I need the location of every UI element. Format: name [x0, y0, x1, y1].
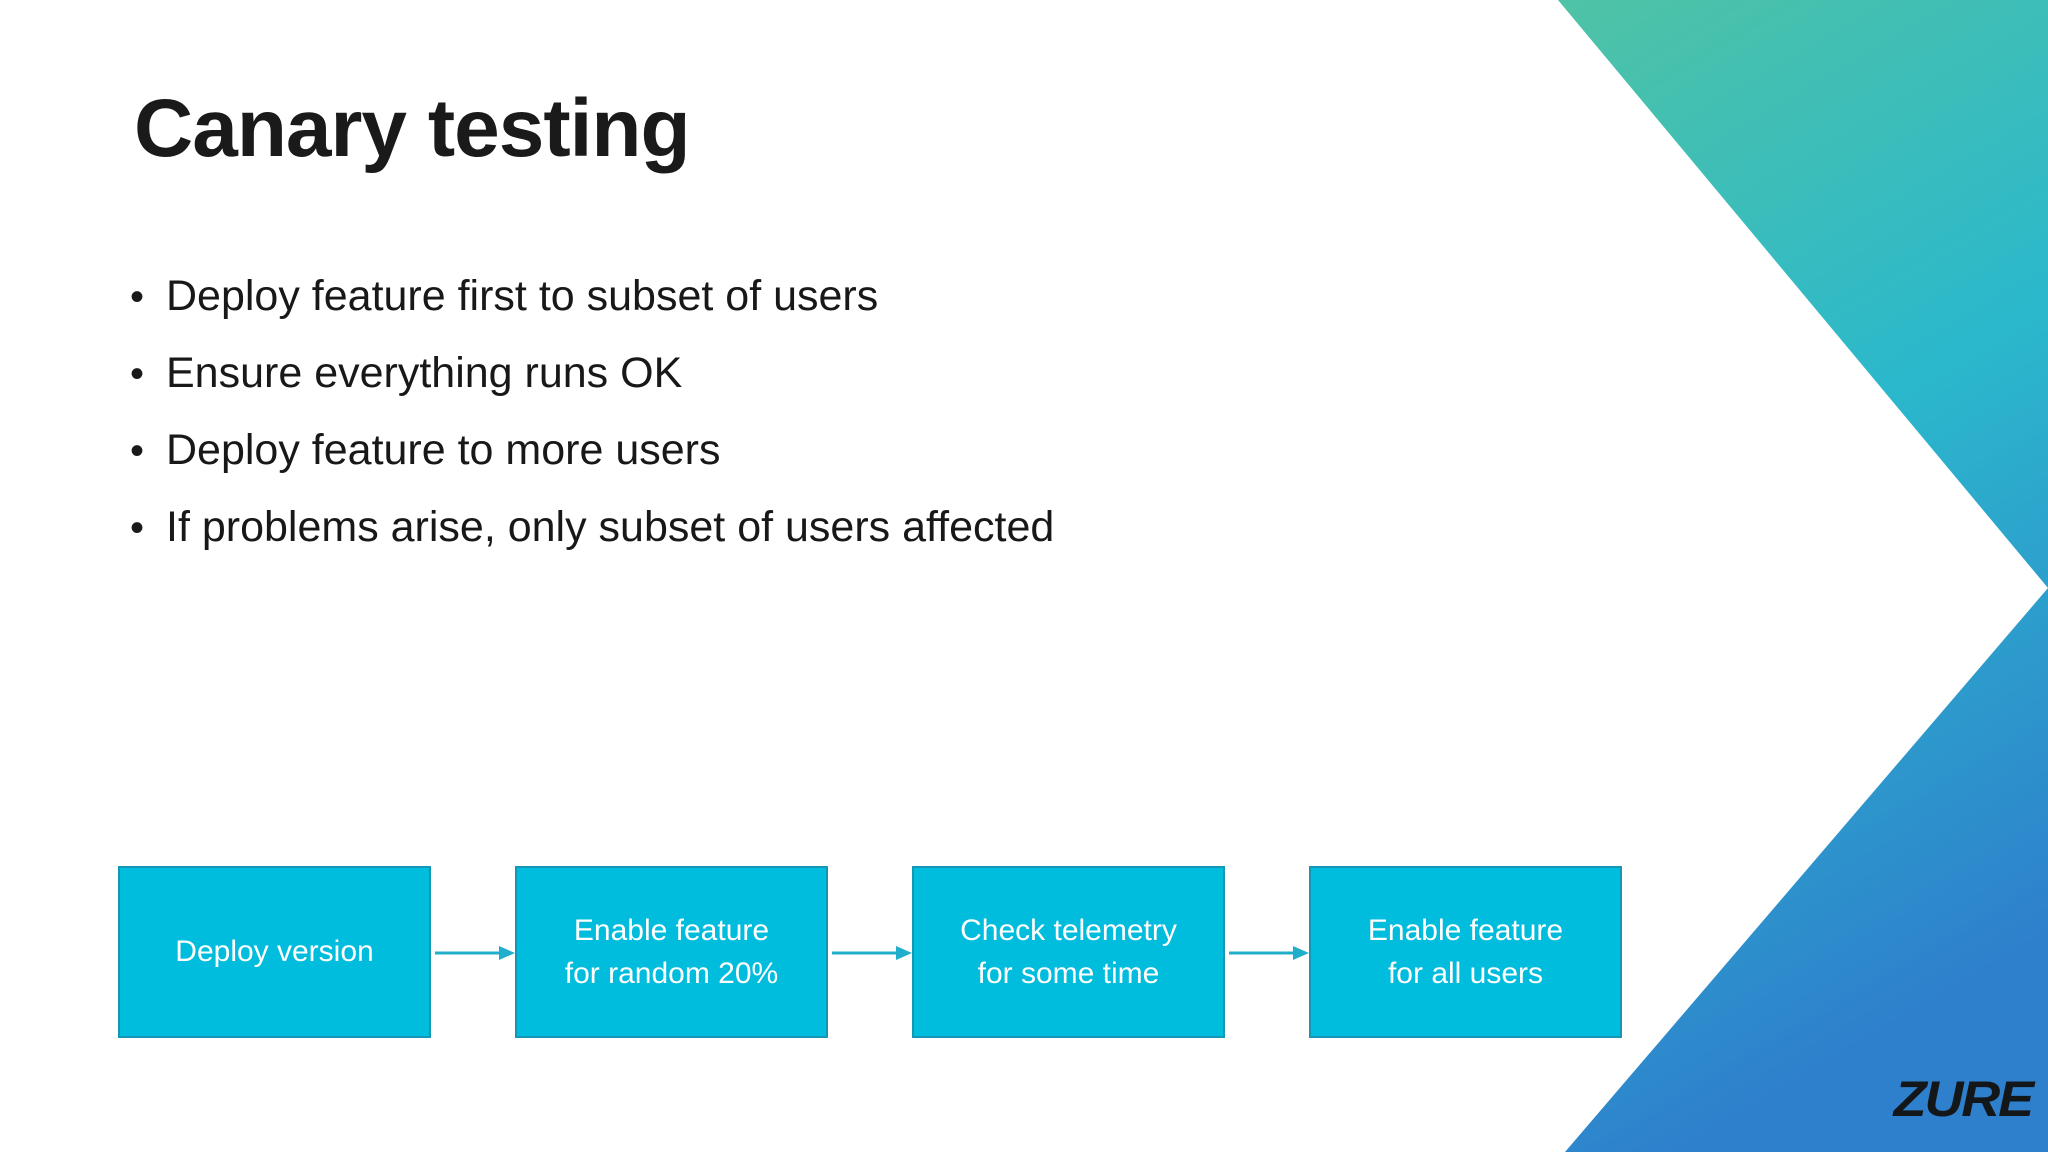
list-item-label: Deploy feature to more users — [166, 426, 721, 474]
list-item: • Ensure everything runs OK — [130, 349, 1430, 426]
flow-step-label-1: Deploy version — [167, 930, 381, 974]
flow-step-line: Check telemetry — [960, 913, 1177, 947]
flow-arrow-icon-3 — [1229, 946, 1309, 960]
page-title: Canary testing — [134, 83, 691, 174]
flow-step-box-1: Deploy version — [118, 866, 431, 1038]
flow-step-line: Enable feature — [1367, 913, 1564, 947]
flow-step-box-4: Enable feature for all users — [1309, 866, 1622, 1038]
flow-step-line: for random 20% — [564, 957, 779, 990]
flow-step-line: Deploy version — [175, 935, 374, 969]
flow-step-line: for some time — [977, 957, 1160, 990]
list-item-label: If problems arise, only subset of users … — [166, 503, 1055, 551]
flow-step-label-4: Enable feature for all users — [1360, 909, 1571, 996]
bullet-marker-icon: • — [130, 429, 145, 473]
bullet-list: • Deploy feature first to subset of user… — [130, 272, 1430, 580]
list-item: • Deploy feature to more users — [130, 426, 1430, 503]
zure-logo: ZURE — [1852, 1072, 2035, 1126]
list-item-label: Deploy feature first to subset of users — [166, 272, 879, 320]
flow-step-line: for all users — [1387, 957, 1544, 990]
flow-step-line: Enable feature — [573, 913, 770, 947]
process-flow-diagram: Deploy version Enable feature for random… — [118, 866, 1718, 1042]
bullet-marker-icon: • — [130, 352, 145, 396]
bullet-marker-icon: • — [130, 506, 145, 550]
flow-arrow-icon-2 — [832, 946, 912, 960]
list-item: • Deploy feature first to subset of user… — [130, 272, 1430, 349]
bullet-marker-icon: • — [130, 275, 145, 319]
flow-step-label-2: Enable feature for random 20% — [557, 909, 786, 996]
list-item: • If problems arise, only subset of user… — [130, 503, 1430, 580]
list-item-label: Ensure everything runs OK — [166, 349, 683, 397]
zure-logo-text: ZURE — [1893, 1071, 2035, 1127]
flow-arrow-icon-1 — [435, 946, 515, 960]
flow-step-box-3: Check telemetry for some time — [912, 866, 1225, 1038]
flow-step-label-3: Check telemetry for some time — [952, 909, 1185, 996]
flow-step-box-2: Enable feature for random 20% — [515, 866, 828, 1038]
